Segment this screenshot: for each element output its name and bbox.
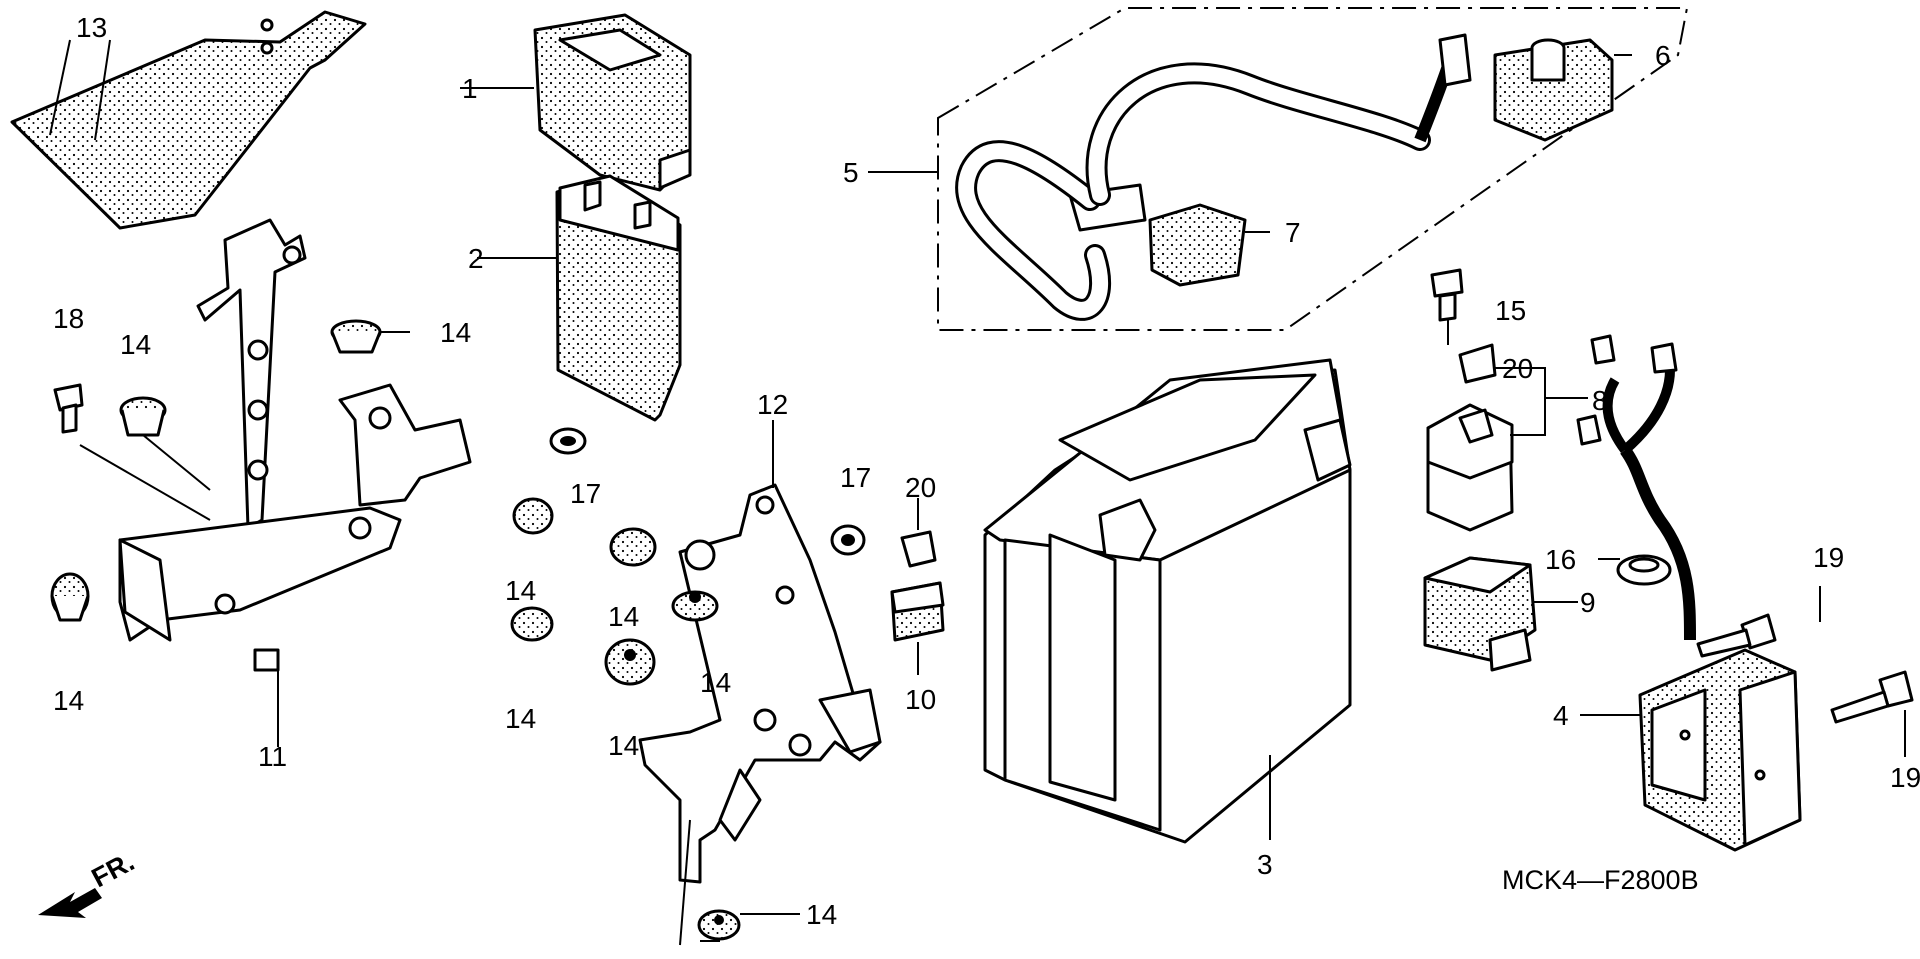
callout-17: 17 bbox=[570, 478, 601, 509]
callout-20: 20 bbox=[1502, 353, 1533, 384]
part-fuse-box-10[interactable] bbox=[890, 581, 945, 642]
part-rubber-mount-14-c[interactable] bbox=[50, 572, 90, 622]
part-cover-1[interactable] bbox=[533, 13, 692, 192]
callout-7: 7 bbox=[1285, 217, 1301, 248]
part-rubber-mount-14-e[interactable] bbox=[510, 606, 554, 642]
part-fuse-20-a[interactable] bbox=[900, 530, 937, 568]
part-battery-3[interactable] bbox=[983, 358, 1352, 844]
part-bolt-18[interactable] bbox=[53, 383, 84, 434]
callout-8: 8 bbox=[1592, 385, 1608, 416]
callout-12: 12 bbox=[757, 389, 788, 420]
callout-14: 14 bbox=[608, 601, 639, 632]
part-bolt-19-a[interactable] bbox=[1696, 613, 1777, 658]
front-direction-arrow-icon: FR. bbox=[38, 846, 139, 918]
front-label: FR. bbox=[87, 846, 139, 893]
part-rubber-mount-14-d[interactable] bbox=[512, 497, 554, 535]
part-rubber-mount-14-h[interactable] bbox=[671, 590, 719, 622]
callout-14: 14 bbox=[120, 329, 151, 360]
part-plate-13[interactable] bbox=[10, 10, 367, 230]
part-rubber-mount-14-b[interactable] bbox=[119, 396, 167, 437]
callout-15: 15 bbox=[1495, 295, 1526, 326]
diagram-code: MCK4—F2800B bbox=[1502, 865, 1699, 895]
part-control-unit-2[interactable] bbox=[555, 174, 682, 422]
callout-17: 17 bbox=[840, 462, 871, 493]
callout-11: 11 bbox=[258, 741, 287, 772]
callout-6: 6 bbox=[1655, 40, 1671, 71]
callout-19: 19 bbox=[1813, 542, 1844, 573]
callout-14: 14 bbox=[806, 899, 837, 930]
callout-1: 1 bbox=[462, 73, 478, 104]
part-bolt-15[interactable] bbox=[1430, 268, 1464, 322]
part-rubber-mount-14-a[interactable] bbox=[330, 319, 382, 354]
callout-18: 18 bbox=[53, 303, 84, 334]
callout-14: 14 bbox=[440, 317, 471, 348]
part-grommet-16[interactable] bbox=[1616, 554, 1672, 586]
callout-14: 14 bbox=[700, 667, 731, 698]
part-bolt-19-b[interactable] bbox=[1830, 670, 1914, 724]
part-regulator-4[interactable] bbox=[1576, 334, 1802, 852]
callout-4: 4 bbox=[1553, 700, 1569, 731]
callout-16: 16 bbox=[1545, 544, 1576, 575]
callout-20: 20 bbox=[905, 472, 936, 503]
part-battery-bracket-11[interactable] bbox=[118, 218, 472, 672]
callout-3: 3 bbox=[1257, 849, 1273, 880]
part-terminal-cover-6[interactable] bbox=[1493, 38, 1614, 142]
part-rubber-mount-14-g[interactable] bbox=[604, 638, 656, 686]
callout-9: 9 bbox=[1580, 587, 1596, 618]
callout-14: 14 bbox=[608, 730, 639, 761]
part-grommet-17-a[interactable] bbox=[549, 427, 587, 455]
part-relay-8[interactable] bbox=[1426, 403, 1514, 532]
part-battery-cable-5[interactable] bbox=[937, 7, 1689, 331]
part-rubber-mount-14-i[interactable] bbox=[697, 909, 741, 941]
part-stay-12[interactable] bbox=[638, 483, 882, 884]
part-terminal-cap-7[interactable] bbox=[1148, 203, 1247, 287]
part-relay-holder-9[interactable] bbox=[1423, 556, 1537, 672]
callout-14: 14 bbox=[53, 685, 84, 716]
callout-19: 19 bbox=[1890, 762, 1920, 793]
part-fuse-20-b[interactable] bbox=[1458, 343, 1497, 384]
callout-14: 14 bbox=[505, 575, 536, 606]
leader-lines bbox=[49, 39, 1906, 946]
part-grommet-17-b[interactable] bbox=[830, 524, 866, 556]
callout-13: 13 bbox=[76, 12, 107, 43]
callout-labels: 13 1 2 5 6 7 18 14 14 14 11 17 14 14 14 … bbox=[53, 12, 1920, 930]
callout-10: 10 bbox=[905, 684, 936, 715]
callout-5: 5 bbox=[843, 157, 859, 188]
callout-14: 14 bbox=[505, 703, 536, 734]
part-rubber-mount-14-f[interactable] bbox=[609, 527, 657, 567]
callout-2: 2 bbox=[468, 243, 484, 274]
